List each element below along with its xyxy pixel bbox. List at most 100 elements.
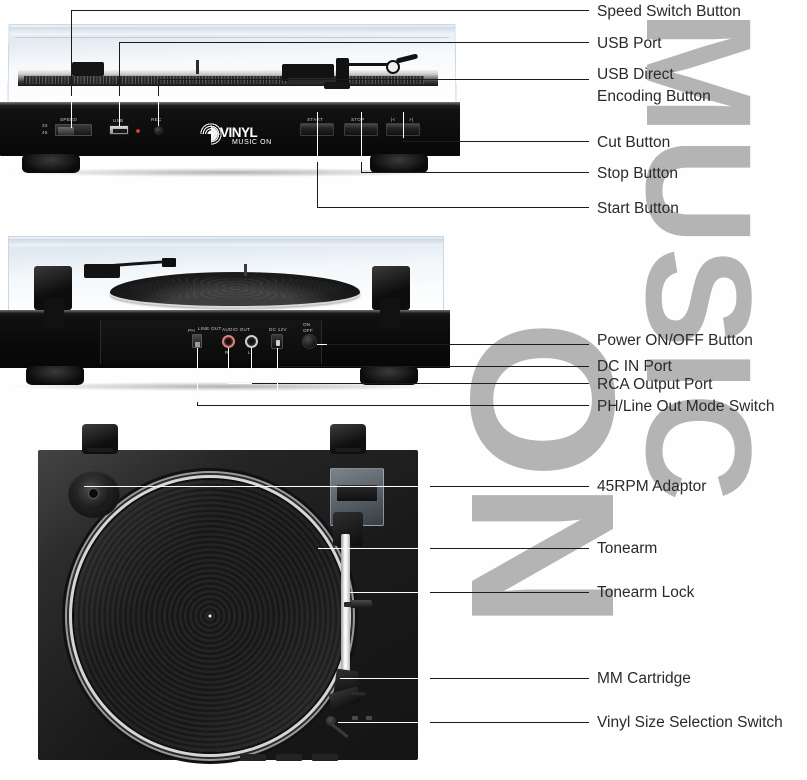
label-cut-button: Cut Button [597, 134, 671, 151]
stop-label-text: STOP [351, 117, 365, 122]
size-mark-7-inch [352, 716, 358, 720]
front-panel-button-tabs-top [240, 754, 370, 762]
tonearm-headshell-front [386, 60, 400, 74]
label-usb-direct-encoding-line1: USB Direct [597, 66, 674, 83]
button-tab-2 [276, 754, 302, 761]
vinyl-size-markings [352, 716, 378, 722]
45rpm-adaptor[interactable] [78, 478, 110, 510]
brand-tagline-text: MUSIC ON [232, 139, 272, 146]
rear-connector-recess [100, 320, 322, 364]
speed-label-text: SPEED [60, 117, 78, 122]
leader-rec-horizontal [158, 79, 589, 81]
label-mm-cartridge: MM Cartridge [597, 670, 691, 687]
tonearm-rest-front [324, 82, 350, 89]
leader-stop-horizontal [361, 172, 589, 174]
start-label-text: START [307, 117, 324, 122]
rca-right-label-text: R [225, 350, 229, 355]
rca-output-port-left[interactable] [245, 335, 258, 348]
status-led-indicator [136, 129, 140, 133]
leader-vinylsize-horizontal [428, 722, 589, 724]
brand-name-text: VINYL [220, 125, 258, 140]
dust-cover-hinge-top-left [82, 424, 118, 454]
leader-adaptor-horizontal [428, 486, 589, 488]
dc-in-label-text: DC 12V [269, 327, 287, 332]
tonearm-plate-front [288, 78, 348, 84]
leader-tonearm-horizontal [428, 548, 589, 550]
feet-rear [0, 366, 460, 388]
leader-cartridge-horizontal [428, 678, 589, 680]
leader-vinylsize-white [338, 722, 430, 724]
speed-switch-knob[interactable] [58, 126, 74, 135]
size-mark-12-inch [366, 716, 372, 720]
leader-start-vertical [317, 160, 319, 208]
label-usb-port: USB Port [597, 35, 662, 52]
vinyl-record-inner-icon [211, 127, 218, 141]
drop-shadow-front [10, 168, 450, 177]
leader-rec-vertical-white [158, 96, 160, 126]
product-rear-view: PH LINE OUT AUDIO OUT R L DC 12V ON OFF [0, 236, 450, 391]
leader-rca-l-vertical-white [251, 348, 253, 384]
foot-right-rear [360, 366, 418, 385]
leader-rec-vertical [158, 79, 160, 99]
leader-power-horizontal [325, 344, 589, 346]
power-off-label-text: OFF [303, 328, 314, 333]
leader-phline-vertical [197, 400, 199, 406]
tonearm-assembly-rear [84, 258, 194, 284]
tonearm-tube-front [344, 63, 392, 66]
leader-cut-horizontal [403, 141, 589, 143]
button-tab-1 [240, 754, 266, 761]
ph-label-text: PH [188, 328, 195, 333]
label-stop-button: Stop Button [597, 165, 679, 182]
power-on-label-text: ON [303, 322, 311, 327]
brand-logo: VINYL MUSIC ON [200, 120, 286, 150]
label-rca-output-port: RCA Output Port [597, 376, 713, 393]
label-45rpm-adaptor: 45RPM Adaptor [597, 478, 707, 495]
leader-start-vertical-white [317, 112, 319, 162]
cut-right-label-text: >| [409, 117, 414, 122]
label-ph-line-out-mode-switch: PH/Line Out Mode Switch [597, 398, 775, 415]
leader-stop-vertical-white [361, 112, 363, 162]
leader-rca-horizontal [240, 383, 589, 385]
leader-tonearmlock-horizontal [428, 592, 589, 594]
product-front-view: SPEED 33 45 USB REC VINYL MUSIC ON START… [0, 24, 460, 177]
ph-line-out-mode-switch[interactable] [192, 334, 202, 348]
foot-right-front [370, 154, 428, 173]
tonearm-assembly-front [282, 53, 422, 90]
vinyl-size-selection-switch[interactable] [326, 716, 336, 726]
tonearm-lock[interactable] [344, 600, 372, 608]
speed-switch-button[interactable] [55, 124, 92, 136]
power-on-off-button[interactable] [302, 334, 317, 349]
speed-45-text: 45 [42, 130, 48, 135]
drop-shadow-rear [10, 382, 440, 391]
leader-usb-horizontal [119, 42, 589, 44]
label-speed-switch-button: Speed Switch Button [597, 3, 741, 20]
motor-housing-front [72, 62, 104, 76]
leader-dcin-horizontal [277, 366, 589, 368]
leader-speed-horizontal [71, 10, 589, 12]
dust-cover-hinge-arm-left [44, 298, 64, 328]
leader-phline-vertical-white [197, 348, 199, 402]
foot-left-front [22, 154, 80, 173]
leader-cut-vertical [403, 136, 405, 142]
leader-adaptor-white [84, 486, 430, 488]
leader-power-white [317, 344, 327, 346]
spindle-rear [244, 264, 247, 276]
leader-cartridge-white [340, 678, 430, 680]
leader-speed-vertical-white [71, 96, 73, 128]
cut-left-label-text: |< [391, 117, 396, 122]
usb-label-text: USB [113, 118, 123, 123]
line-out-label-text: LINE OUT [198, 326, 222, 331]
leader-rca-r-vertical-white [228, 348, 230, 384]
foot-left-rear [26, 366, 84, 385]
usb-direct-encoding-button[interactable] [154, 126, 163, 135]
leader-cut-vertical-white [403, 112, 405, 138]
rca-output-port-right[interactable] [222, 335, 235, 348]
tonearm-base-front [282, 64, 334, 81]
label-power-on-off-button: Power ON/OFF Button [597, 332, 753, 349]
button-tab-3 [312, 754, 338, 761]
label-dc-in-port: DC IN Port [597, 358, 672, 375]
platter-rear [110, 272, 360, 306]
leader-dcin-vertical-white [277, 348, 279, 390]
